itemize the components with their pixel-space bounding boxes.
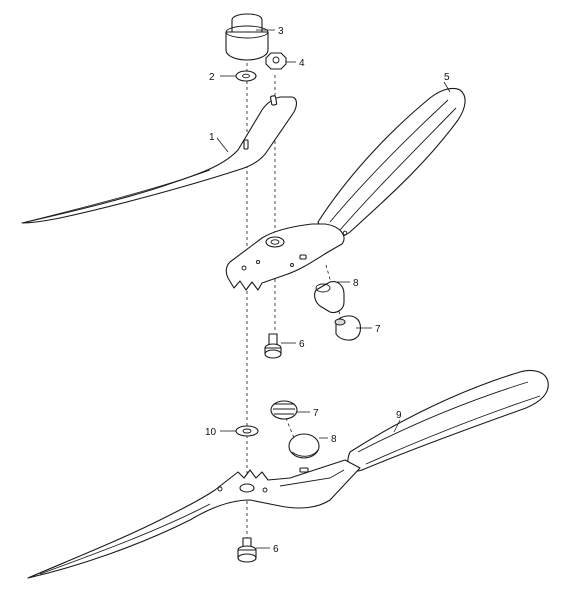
screw-upper	[264, 333, 282, 359]
bumper-upper	[314, 281, 345, 314]
callout-1: 1	[209, 132, 215, 143]
callout-8-upper: 8	[353, 278, 359, 289]
callout-6-upper: 6	[299, 339, 305, 350]
callout-5: 5	[444, 72, 450, 83]
callout-4: 4	[299, 58, 305, 69]
plug-lower	[270, 400, 298, 420]
upper-blade	[21, 95, 297, 224]
washer-upper	[235, 70, 257, 82]
callout-labels: 3 2 4 1 5 8 7 6 9 7 10 8 6	[205, 26, 450, 555]
callout-6-lower: 6	[273, 544, 279, 555]
knob	[225, 13, 269, 61]
callout-7-upper: 7	[375, 324, 381, 335]
washer-lower	[235, 425, 259, 437]
callout-3: 3	[278, 26, 284, 37]
callout-8-lower: 8	[331, 434, 337, 445]
callout-2: 2	[209, 72, 215, 83]
leader-lines	[216, 29, 451, 549]
callout-7-lower: 7	[313, 408, 319, 419]
lower-blade-handle	[27, 369, 549, 579]
callout-10: 10	[205, 427, 217, 438]
screw-lower	[237, 537, 257, 563]
callout-9: 9	[396, 410, 402, 421]
upper-handle	[225, 87, 466, 291]
plug-upper	[334, 315, 362, 341]
nut	[265, 52, 287, 70]
bumper-lower	[288, 433, 320, 459]
